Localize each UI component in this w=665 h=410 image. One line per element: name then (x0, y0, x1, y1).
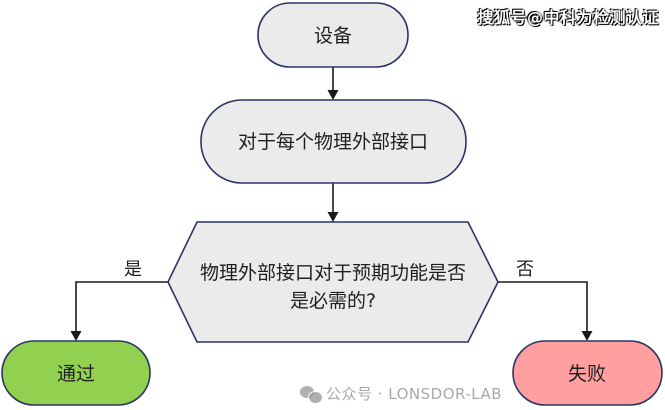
node-pass-label: 通过 (57, 363, 95, 385)
watermark-sohu: 搜狐号@中科为检测认证 (477, 8, 659, 27)
node-device-shape (257, 2, 409, 68)
node-fail-shape (512, 340, 663, 406)
edge-decision-to-pass-arrow (70, 331, 82, 341)
edges: 是 否 (70, 67, 593, 341)
edge-label-no: 否 (516, 259, 534, 280)
node-device: 设备 (257, 2, 409, 68)
node-device-label: 设备 (314, 25, 352, 47)
node-decision-label-line1: 物理外部接口对于预期功能是否 (200, 262, 466, 284)
edge-decision-to-fail (498, 281, 588, 332)
edge-decision-to-pass (75, 281, 168, 332)
node-decision-label-line2: 是必需的? (290, 290, 376, 312)
node-fail-label: 失败 (568, 363, 606, 385)
watermark-wechat: 公众号 · LONSDOR-LAB (300, 383, 502, 404)
edge-decision-to-fail-arrow (581, 331, 593, 341)
edge-label-yes: 是 (124, 259, 142, 280)
edge-device-to-interface-arrow (327, 90, 339, 100)
edge-interface-to-decision-arrow (327, 212, 339, 222)
node-decision: 物理外部接口对于预期功能是否 是必需的? (167, 221, 499, 343)
node-decision-shape (167, 221, 499, 343)
node-each-interface-label: 对于每个物理外部接口 (238, 131, 428, 153)
node-fail: 失败 (512, 340, 663, 406)
node-pass: 通过 (1, 340, 151, 406)
node-each-interface-shape (200, 99, 467, 184)
node-pass-shape (1, 340, 151, 406)
wechat-icon (300, 385, 323, 404)
watermark-wechat-text: 公众号 · LONSDOR-LAB (326, 385, 503, 403)
node-each-interface: 对于每个物理外部接口 (200, 99, 467, 184)
